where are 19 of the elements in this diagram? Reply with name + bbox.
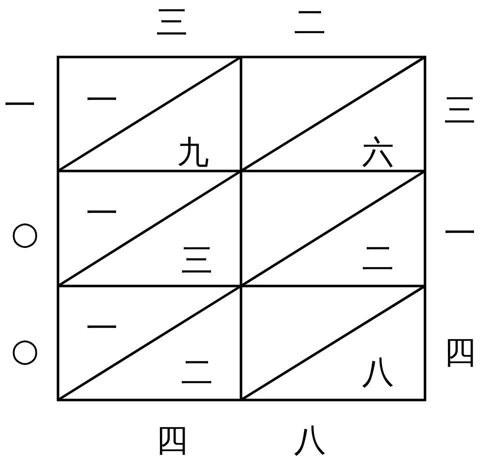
digit-label: 三	[181, 244, 213, 276]
digit-label: 四	[444, 336, 476, 368]
digit-label: 二	[294, 6, 326, 38]
digit-label: 八	[362, 356, 394, 388]
digit-label: 二	[362, 242, 394, 274]
digit-label: 九	[177, 136, 209, 168]
digit-label: 二	[181, 356, 213, 388]
digit-label: 一	[444, 217, 476, 249]
digit-label: 一	[86, 84, 118, 116]
digit-label: 三	[156, 6, 188, 38]
digit-label: 一	[86, 197, 118, 229]
digit-label: 六	[362, 136, 394, 168]
digit-label: 四	[156, 424, 188, 456]
digit-label: ○	[11, 334, 39, 366]
digit-label: 八	[294, 424, 326, 456]
digit-label: 三	[444, 94, 476, 126]
digit-label: 一	[86, 312, 118, 344]
digit-label: ○	[11, 217, 39, 249]
digit-label: 一	[4, 89, 36, 121]
